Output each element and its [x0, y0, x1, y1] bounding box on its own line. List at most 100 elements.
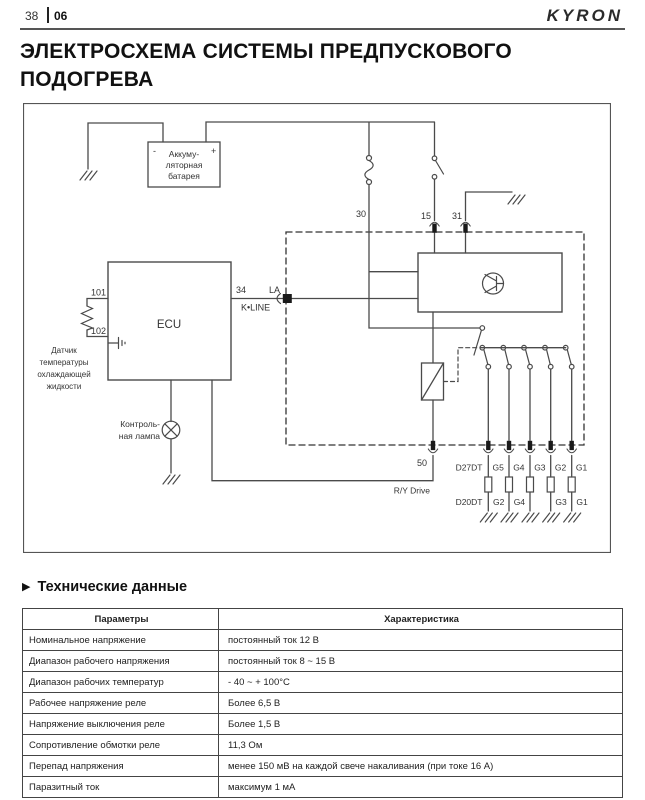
table-row: Диапазон рабочих температур - 40 ~ + 100… — [22, 671, 623, 693]
connector-icon — [545, 440, 556, 454]
internal-ground-icon — [107, 336, 126, 350]
lamp-caption-line: Контроль- — [120, 419, 160, 429]
diagram-frame — [22, 102, 612, 554]
plug-label: G3 — [555, 497, 567, 507]
param-cell: Паразитный ток — [22, 776, 219, 798]
value-cell: Более 1,5 В — [218, 713, 623, 735]
engine-d20dt-label: D20DT — [456, 497, 483, 507]
plug-label: G5 — [493, 463, 505, 473]
plug-label: G2 — [493, 497, 505, 507]
ground-icon — [542, 512, 561, 523]
sensor-caption-line: жидкости — [47, 382, 82, 391]
plug-label: G1 — [576, 497, 588, 507]
sensor-caption-line: температуры — [40, 358, 89, 367]
plug-label: G3 — [534, 463, 546, 473]
value-cell: постоянный ток 12 В — [218, 629, 623, 651]
engine-d27dt-label: D27DT — [456, 463, 483, 473]
column-header-value: Характеристика — [218, 608, 623, 630]
battery-minus: - — [153, 146, 156, 156]
ground-icon — [563, 512, 582, 523]
ground-icon — [521, 512, 540, 523]
relay-coil — [420, 362, 445, 401]
wiring-diagram: - + Аккуму- ляторная батарея 30 15 31 — [22, 102, 612, 554]
ground-icon — [507, 194, 526, 205]
glow-plug — [567, 476, 576, 493]
connector-icon — [429, 221, 440, 233]
glow-plug — [525, 476, 535, 493]
section-title: Технические данные — [37, 579, 188, 595]
ground-icon — [79, 170, 98, 181]
sensor-caption-line: охлаждающей — [37, 370, 90, 379]
glow-plug — [484, 476, 493, 493]
value-cell: - 40 ~ + 100°C — [218, 671, 623, 693]
param-cell: Номинальное напряжение — [22, 629, 219, 651]
table-row: Диапазон рабочего напряжения постоянный … — [22, 650, 623, 672]
page-title: ЭЛЕКТРОСХЕМА СИСТЕМЫ ПРЕДПУСКОВОГО ПОДОГ… — [20, 40, 512, 92]
chapter-number: 06 — [54, 9, 68, 23]
dashed-enclosure — [285, 231, 585, 446]
value-cell: постоянный ток 8 ~ 15 В — [218, 650, 623, 672]
resistor-icon — [79, 305, 95, 331]
header-divider — [47, 7, 49, 23]
param-cell: Сопротивление обмотки реле — [22, 734, 219, 756]
value-cell: 11,3 Ом — [218, 734, 623, 756]
brand-logo: KYRON — [546, 6, 623, 25]
la-label: LA — [269, 285, 280, 295]
connector-icon — [483, 440, 494, 454]
glow-plug — [504, 476, 514, 493]
glow-plug — [546, 476, 555, 493]
plug-label: G1 — [576, 463, 588, 473]
pin-102-label: 102 — [91, 326, 106, 336]
table-row: Перепад напряжения менее 150 мВ на каждо… — [22, 755, 623, 777]
battery-label-3: батарея — [168, 171, 200, 181]
table-row: Рабочее напряжение реле Более 6,5 В — [22, 692, 623, 714]
ground-icon — [162, 474, 181, 485]
terminal-15-label: 15 — [421, 211, 431, 221]
param-cell: Перепад напряжения — [22, 755, 219, 777]
param-cell: Диапазон рабочего напряжения — [22, 650, 219, 672]
page-number: 38 — [25, 9, 39, 23]
ecu-box: ECU — [107, 261, 232, 381]
table-row: Паразитный ток максимум 1 мА — [22, 776, 623, 798]
connector-icon — [427, 440, 439, 454]
battery-label-2: ляторная — [166, 160, 203, 170]
glow-plugs — [484, 476, 576, 493]
table-row: Сопротивление обмотки реле 11,3 Ом — [22, 734, 623, 756]
table-row: Напряжение выключения реле Более 1,5 В — [22, 713, 623, 735]
sensor-caption-line: Датчик — [51, 346, 77, 355]
column-header-param: Параметры — [22, 608, 219, 630]
value-cell: Более 6,5 В — [218, 692, 623, 714]
connector-icon — [460, 221, 471, 233]
relay-box — [417, 252, 563, 313]
connector-icon — [276, 292, 292, 305]
connector-icon — [524, 440, 536, 454]
plug-label: G2 — [555, 463, 567, 473]
sensor-caption: Датчик температуры охлаждающей жидкости — [37, 346, 90, 391]
value-cell: максимум 1 мА — [218, 776, 623, 798]
pin-101-label: 101 — [91, 288, 106, 298]
kline-label: K•LINE — [241, 303, 270, 313]
param-cell: Рабочее напряжение реле — [22, 692, 219, 714]
section-header: ▶ Технические данные — [22, 579, 187, 595]
battery-plus: + — [211, 146, 216, 156]
table-header-row: Параметры Характеристика — [22, 608, 623, 630]
terminal-31-label: 31 — [452, 211, 462, 221]
section-marker-icon: ▶ — [22, 581, 31, 593]
pin-50-label: 50 — [417, 458, 427, 468]
fuse-icon — [364, 154, 374, 186]
relay-contacts — [473, 325, 575, 370]
terminal-30-label: 30 — [356, 209, 366, 219]
connector-icon — [566, 440, 577, 454]
value-cell: менее 150 мВ на каждой свече накаливания… — [218, 755, 623, 777]
mechanical-link — [442, 347, 480, 383]
battery-box: - + Аккуму- ляторная батарея — [147, 141, 221, 188]
wiring — [86, 121, 573, 512]
lamp-icon — [161, 420, 181, 440]
ecu-label: ECU — [157, 319, 181, 331]
transistor-icon — [481, 272, 505, 295]
plug-label: G4 — [514, 497, 526, 507]
plug-label: G4 — [513, 463, 525, 473]
ry-drive-label: R/Y Drive — [394, 486, 430, 496]
param-cell: Напряжение выключения реле — [22, 713, 219, 735]
